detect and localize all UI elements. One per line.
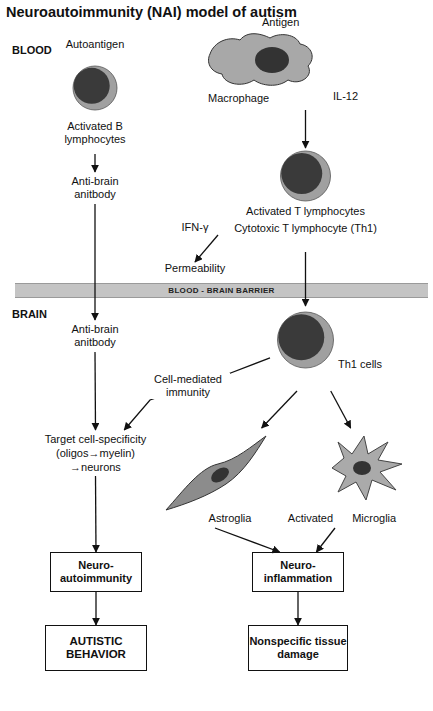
effect-node: Permeability <box>160 262 230 277</box>
node-text: Activated Microglia <box>272 512 412 525</box>
cell-nucleus <box>255 47 289 73</box>
node-text: Neuro- autoimmunity <box>51 559 141 585</box>
connector-arrow <box>215 528 280 552</box>
connector-arrow <box>305 110 306 148</box>
astroglia-node: Astroglia <box>160 428 270 528</box>
connector-arrow <box>195 235 218 262</box>
cell-membrane <box>281 151 331 201</box>
connector-arrow <box>305 252 306 306</box>
macrophage-node: AntigenMacrophage <box>200 14 325 110</box>
connector-arrow <box>95 476 97 552</box>
node-text: Activated B lymphocytes <box>45 120 145 146</box>
cytokine-label: IL-12 <box>333 90 358 103</box>
connector-arrow <box>94 154 95 172</box>
connector-arrow <box>297 592 298 625</box>
connector-arrow <box>331 391 351 428</box>
node-text: Autoantigen <box>45 38 145 51</box>
cell-body <box>166 436 266 510</box>
cell-nucleus <box>353 461 371 475</box>
connector-arrow <box>94 204 95 320</box>
barrier-band: BLOOD - BRAIN BARRIER <box>15 283 428 298</box>
t-cell-node: Activated T lymphocytesCytotoxic T lymph… <box>218 148 393 252</box>
cell-membrane <box>73 66 117 110</box>
cell-nucleus <box>278 314 324 360</box>
th1-cell-node: Th1 cells <box>270 306 405 391</box>
cell-membrane <box>278 312 334 368</box>
connector-arrow <box>95 592 96 625</box>
edge-label: Cell-mediated immunity <box>146 373 230 399</box>
node-text: Anti-brain anitbody <box>64 175 126 201</box>
target-node: Target cell-specificity (oligos→myelin) … <box>38 430 153 476</box>
node-text: Macrophage <box>208 92 298 105</box>
microglia-node: Activated Microglia <box>272 428 412 528</box>
outcome-box: Neuro- inflammation <box>252 552 344 592</box>
node-text: Target cell-specificity (oligos→myelin) … <box>38 432 153 474</box>
connector-arrow <box>262 391 297 428</box>
diagram-title: Neuroautoimmunity (NAI) model of autism <box>6 4 297 21</box>
b-cell-node: AutoantigenActivated B lymphocytes <box>45 38 145 154</box>
antibody-node: Anti-brain anitbody <box>50 320 140 352</box>
region-label: BLOOD <box>12 44 52 57</box>
node-text: Permeability <box>160 262 230 275</box>
edge-label: IFN-γ <box>176 221 214 234</box>
node-text: Anti-brain anitbody <box>64 323 126 349</box>
result-box: Nonspecific tissue damage <box>248 625 348 671</box>
node-text: Neuro- inflammation <box>253 559 343 585</box>
cell-body <box>332 436 402 500</box>
result-box: AUTISTIC BEHAVIOR <box>45 625 147 671</box>
cell-nucleus <box>74 68 110 104</box>
cell-nucleus <box>208 464 231 485</box>
node-text: Activated T lymphocytes <box>218 205 393 218</box>
node-text: Astroglia <box>190 512 270 525</box>
node-text: Cytotoxic T lymphocyte (Th1) <box>218 222 393 235</box>
node-text: Th1 cells <box>338 358 404 371</box>
connector-arrow <box>94 352 96 430</box>
connector-arrow <box>124 358 270 430</box>
connector-arrow <box>316 528 335 552</box>
cell-shape <box>218 148 393 252</box>
outcome-box: Neuro- autoimmunity <box>50 552 142 592</box>
cell-nucleus <box>281 153 322 194</box>
cell-shape <box>270 306 405 391</box>
node-text: AUTISTIC BEHAVIOR <box>46 635 146 661</box>
cell-body <box>209 34 313 86</box>
antibody-node: Anti-brain anitbody <box>50 172 140 204</box>
node-text: BLOOD - BRAIN BARRIER <box>168 286 274 296</box>
node-text: Nonspecific tissue damage <box>249 635 347 661</box>
region-label: BRAIN <box>12 308 47 321</box>
